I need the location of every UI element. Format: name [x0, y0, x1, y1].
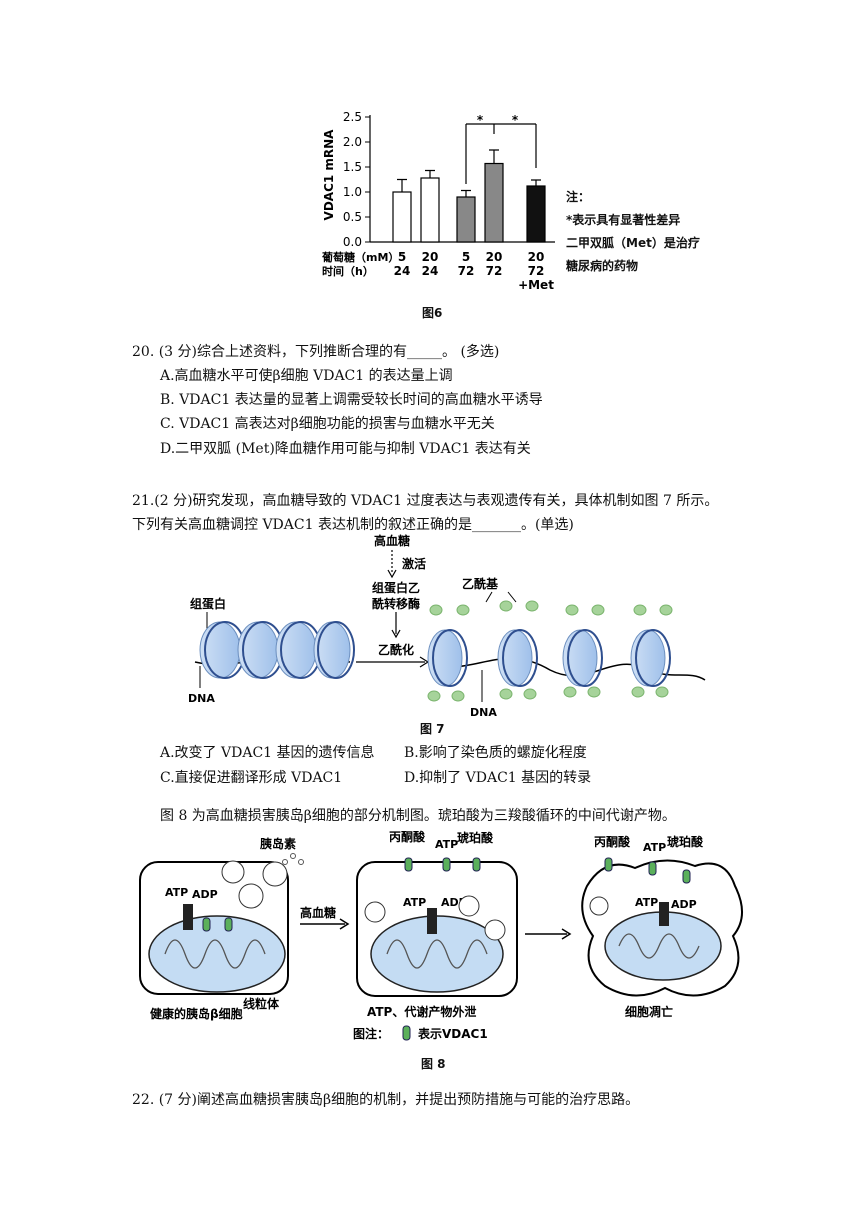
fig8-atp-1: ATP	[165, 886, 188, 899]
y-axis-label: VDAC1 mRNA	[322, 129, 336, 221]
fig8-adp-1: ADP	[192, 888, 218, 901]
fig8-atp-3: ATP	[403, 896, 426, 909]
error-bar	[461, 189, 471, 197]
y-tick-label: 2.0	[343, 135, 362, 149]
fig8-succinate-3: 琥珀酸	[667, 834, 704, 849]
x-tick-label: +Met	[518, 278, 554, 292]
y-tick-label: 2.5	[343, 110, 362, 124]
figure-6-chart: VDAC1 mRNA 0.0 0.5 1.0 1.5 2.0 2.5 * * 葡萄糖（mM…	[321, 110, 555, 292]
fig7-high-glucose: 高血糖	[374, 533, 410, 548]
bar	[484, 162, 504, 243]
note-line-2: 二甲双胍（Met）是治疗	[566, 236, 700, 250]
y-tick-label: 0.5	[343, 210, 362, 224]
figure-8-caption: 图 8	[421, 1057, 446, 1071]
error-bar	[489, 149, 499, 164]
q21-option-c[interactable]: C.直接促进翻译形成 VDAC1	[160, 770, 343, 786]
x-tick-label: 20	[528, 250, 545, 264]
q20-option-c[interactable]: C. VDAC1 高表达对β细胞功能的损害与血糖水平无关	[160, 416, 495, 432]
error-bar	[397, 178, 407, 192]
q21-option-a[interactable]: A.改变了 VDAC1 基因的遗传信息	[160, 745, 375, 761]
fig8-succinate-2: 琥珀酸	[457, 830, 494, 845]
fig8-intro: 图 8 为高血糖损害胰岛β细胞的部分机制图。琥珀酸为三羧酸循环的中间代谢产物。	[160, 808, 676, 824]
fig8-atp-5: ATP	[635, 896, 658, 909]
time-row-label: 时间（h）	[322, 264, 374, 278]
fig7-activate: 激活	[402, 556, 426, 571]
bar	[526, 185, 546, 243]
compact-nucleosomes	[199, 621, 355, 679]
x-tick-label: 20	[486, 250, 503, 264]
q21-option-d[interactable]: D.抑制了 VDAC1 基因的转录	[404, 770, 592, 786]
fig8-atp-2: ATP	[435, 838, 458, 851]
fig8-legend-prefix: 图注：	[353, 1026, 389, 1041]
x-tick-label: 5	[398, 250, 406, 264]
fig7-dna-right: DNA	[470, 706, 497, 719]
fig8-legend-text: 表示VDAC1	[417, 1026, 488, 1041]
fig7-enzyme-line2: 酰转移酶	[372, 596, 420, 611]
significance-mark-1: *	[477, 113, 484, 127]
bar	[456, 196, 476, 243]
fig8-leak: ATP、代谢产物外泄	[367, 1004, 476, 1019]
q22-stem: 22. (7 分)阐述高血糖损害胰岛β细胞的机制，并提出预防措施与可能的治疗思路…	[132, 1092, 640, 1108]
fig7-acetylation: 乙酰化	[378, 642, 414, 657]
figure-6-note: 注： *表示具有显著性差异 二甲双胍（Met）是治疗 糖尿病的药物	[566, 186, 700, 278]
x-tick-label: 20	[422, 250, 439, 264]
fig8-adp-3: ADP	[671, 898, 697, 911]
fig8-healthy-cell: 健康的胰岛β细胞	[150, 1006, 243, 1021]
acetyl-groups	[427, 600, 673, 702]
loosened-nucleosomes	[427, 629, 671, 687]
fig8-pyruvate-3: 丙酮酸	[594, 834, 631, 849]
x-tick-label: 5	[462, 250, 470, 264]
fig7-enzyme-line1: 组蛋白乙	[372, 580, 420, 595]
fig8-insulin: 胰岛素	[260, 836, 296, 851]
fig7-acetyl-label: 乙酰基	[462, 576, 499, 591]
fig8-pyruvate-2: 丙酮酸	[389, 829, 426, 844]
q21-stem-line2: 下列有关高血糖调控 VDAC1 表达机制的叙述正确的是_______。(单选)	[132, 517, 574, 533]
q20-option-b[interactable]: B. VDAC1 表达量的显著上调需受较长时间的高血糖水平诱导	[160, 392, 543, 408]
y-tick-label: 1.0	[343, 185, 362, 199]
figure-8-diagram: 胰岛素 ATP ADP 线粒体 健康的胰岛β细胞 高血糖 丙酮酸 ATP 琥珀酸…	[139, 829, 743, 1041]
q20-stem: 20. (3 分)综合上述资料，下列推断合理的有_____。 (多选)	[132, 344, 500, 360]
glucose-row-label: 葡萄糖（mM）	[321, 250, 399, 264]
y-tick-label: 0.0	[343, 235, 362, 249]
note-line-3: 糖尿病的药物	[566, 259, 639, 273]
x-tick-label: 24	[422, 264, 439, 278]
q21-stem-line1: 21.(2 分)研究发现，高血糖导致的 VDAC1 过度表达与表观遗传有关，具体…	[132, 493, 719, 509]
fig8-atp-4: ATP	[643, 841, 666, 854]
error-bar	[531, 179, 541, 186]
y-tick-label: 1.5	[343, 160, 362, 174]
figure-7-caption: 图 7	[420, 722, 445, 736]
x-tick-label: 72	[486, 264, 503, 278]
fig8-high-glucose: 高血糖	[300, 905, 336, 920]
note-line-1: *表示具有显著性差异	[566, 213, 681, 227]
bar	[392, 191, 412, 243]
x-tick-label: 72	[458, 264, 475, 278]
fig8-mitochondria: 线粒体	[243, 996, 280, 1011]
fig7-histone-label: 组蛋白	[190, 596, 226, 611]
q21-option-b[interactable]: B.影响了染色质的螺旋化程度	[404, 745, 587, 761]
q20-option-d[interactable]: D.二甲双胍 (Met)降血糖作用可能与抑制 VDAC1 表达有关	[160, 441, 531, 457]
figure-6-caption: 图6	[422, 306, 443, 320]
q20-option-a[interactable]: A.高血糖水平可使β细胞 VDAC1 的表达量上调	[160, 368, 453, 384]
x-tick-label: 72	[528, 264, 545, 278]
fig8-apoptosis: 细胞凋亡	[625, 1004, 673, 1019]
significance-mark-2: *	[512, 113, 519, 127]
x-tick-label: 24	[394, 264, 411, 278]
bar	[420, 177, 440, 243]
note-title: 注：	[566, 190, 591, 204]
error-bar	[425, 169, 435, 178]
figure-7-diagram: 高血糖 激活 组蛋白乙 酰转移酶 乙酰化 组蛋白 乙酰基 DNA DNA	[188, 533, 706, 719]
fig7-dna-left: DNA	[188, 692, 215, 705]
